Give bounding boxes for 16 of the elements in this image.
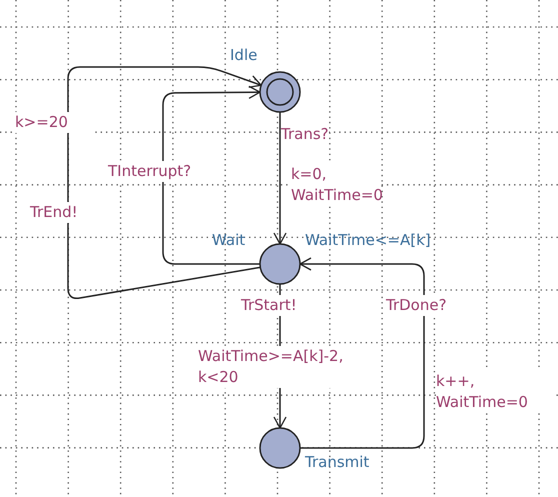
state-name: Idle [230, 45, 258, 66]
state-name: Transmit [305, 452, 370, 473]
edge-label: TrEnd! [30, 202, 78, 223]
transition-arrow [162, 86, 261, 265]
state-circle [259, 427, 301, 469]
state-circle [259, 243, 301, 285]
edge-label: TInterrupt? [108, 161, 192, 182]
transition-arrow [273, 112, 287, 245]
initial-state-circle [259, 71, 301, 113]
invariant-text: WaitTime<=A[k] [305, 230, 431, 251]
state-name: Wait [212, 230, 246, 251]
transition-arrow [299, 257, 425, 449]
edge-label: TrDone? [386, 295, 447, 316]
edge-label: TrStart! [241, 295, 297, 316]
transition-arrow [67, 66, 262, 299]
transition-annotation: k=0, WaitTime=0 [291, 164, 381, 206]
